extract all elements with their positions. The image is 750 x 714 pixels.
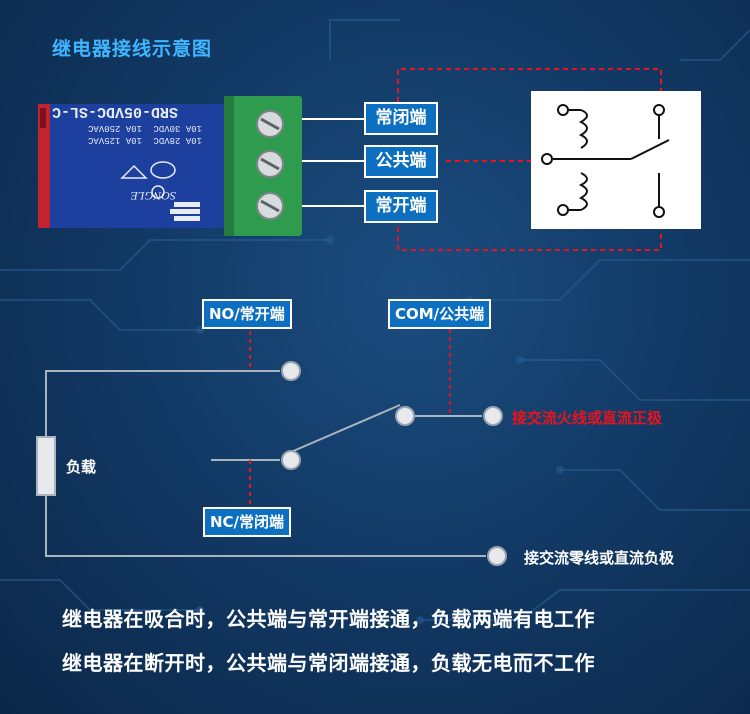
relay-module-image: SRD-05VDC-SL-C 10A 250VAC 10A 30VDC 10A … — [38, 96, 302, 236]
relay-rating-2: 10A 125VAC — [87, 135, 142, 145]
no-contact-terminal — [281, 361, 301, 381]
relay-rating-3: 10A 30VDC — [153, 123, 202, 133]
cert-marks — [120, 161, 176, 199]
nc-contact-terminal — [281, 450, 301, 470]
nc-wiring-label: NC/常闭端 — [203, 507, 292, 537]
load-label: 负载 — [66, 458, 97, 476]
com-terminal-label: 公共端 — [364, 145, 438, 178]
load-resistor — [36, 436, 56, 496]
caption-closed-state: 继电器在吸合时，公共端与常开端接通，负载两端有电工作 — [62, 607, 595, 631]
relay-contact-schematic — [531, 91, 701, 229]
no-terminal-label: 常开端 — [364, 190, 438, 223]
neutral-wire-label: 接交流零线或直流负极 — [524, 549, 675, 567]
switch-arm — [290, 404, 401, 453]
com-contact-terminal — [395, 406, 415, 426]
top-wire — [45, 370, 280, 437]
caption-open-state: 继电器在断开时，公共端与常闭端接通，负载无电而不工作 — [62, 651, 595, 675]
com-wiring-label: COM/公共端 — [388, 299, 492, 329]
red-dashed-bracket — [397, 68, 662, 102]
live-wire-label: 接交流火线或直流正极 — [512, 409, 663, 427]
coil-icon — [578, 109, 588, 211]
bottom-wire — [45, 495, 486, 557]
switch-blade-icon — [630, 139, 670, 160]
nc-terminal-label: 常闭端 — [364, 102, 438, 135]
no-wiring-label: NO/常开端 — [202, 299, 292, 329]
relay-rating-1: 10A 250VAC — [87, 123, 142, 133]
relay-rating-4: 10A 28VDC — [153, 135, 202, 145]
page-title: 继电器接线示意图 — [52, 38, 213, 60]
live-input-terminal — [483, 406, 503, 426]
neutral-input-terminal — [487, 546, 507, 566]
relay-model-text: SRD-05VDC-SL-C — [52, 103, 178, 120]
